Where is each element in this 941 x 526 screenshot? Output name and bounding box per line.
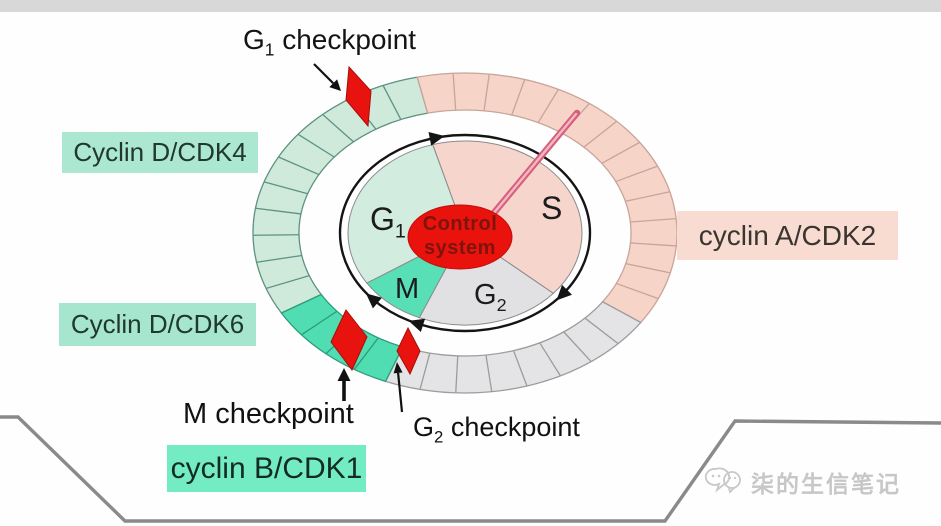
ring-tick — [563, 331, 592, 363]
frame-line — [0, 415, 941, 523]
phase-label-g2: G2 — [474, 279, 507, 316]
phase-g2-base: G — [474, 279, 497, 311]
ring-tick — [483, 73, 490, 111]
g1-checkpoint-label-sub: 1 — [264, 39, 275, 60]
g2-checkpoint-label-rest: checkpoint — [443, 412, 580, 442]
g2-checkpoint-arrow — [393, 362, 403, 374]
pointer-hand-core — [486, 112, 578, 222]
cyclin-a-cdk2-text: cyclin A/CDK2 — [698, 219, 877, 251]
g1-checkpoint-label-rest: checkpoint — [274, 24, 417, 55]
cyclin-d-cdk4-text: Cyclin D/CDK4 — [73, 137, 247, 167]
ring-tick — [537, 89, 559, 123]
g1-checkpoint-arrow-line — [313, 63, 334, 84]
chat-bubbles-icon — [704, 467, 741, 494]
phase-g1-base: G — [370, 201, 395, 237]
ring-tick — [455, 355, 459, 393]
watermark: 柒的生信笔记 — [703, 463, 901, 501]
cyclin-a-cdk2-tag: cyclin A/CDK2 — [677, 211, 898, 260]
ring-tick — [263, 181, 308, 195]
ring-tick — [353, 337, 379, 370]
m-checkpoint-label: M checkpoint — [183, 398, 354, 431]
phase-label-m: M — [395, 273, 419, 306]
ring-tick — [256, 254, 302, 263]
ring-tick — [278, 156, 320, 176]
ring-tick — [255, 207, 302, 215]
m-checkpoint-text: M checkpoint — [183, 398, 354, 430]
phase-label-s: S — [541, 190, 562, 227]
ring-tick — [297, 133, 335, 158]
ring-tick — [630, 218, 677, 223]
g1-checkpoint-label: G1 checkpoint — [243, 24, 416, 61]
ring-tick — [583, 120, 618, 148]
phase-s-base: S — [541, 190, 563, 226]
ring-tick — [265, 274, 310, 290]
ring-tick — [511, 79, 526, 116]
top-gray-bar — [0, 0, 941, 12]
cycle-arrowhead — [428, 132, 445, 146]
ring-tick — [452, 73, 457, 111]
ring-tick — [382, 85, 402, 120]
ring-band-s — [416, 72, 678, 324]
ring-tick — [512, 350, 528, 387]
ring-tick — [625, 263, 671, 274]
g2-checkpoint-arrow-line — [397, 372, 404, 413]
control-system-line2: system — [424, 237, 496, 259]
cyclin-d-cdk4-tag: Cyclin D/CDK4 — [62, 132, 258, 173]
ring-tick — [625, 191, 670, 202]
ring-tick — [539, 342, 561, 377]
control-system-line1: Control — [422, 213, 498, 235]
cycle-arrowhead — [365, 293, 382, 309]
cyclin-d-cdk6-text: Cyclin D/CDK6 — [70, 309, 245, 339]
phase-label-g1: G1 — [370, 201, 406, 243]
phase-sector-s — [432, 140, 583, 294]
control-system-ellipse — [407, 204, 513, 270]
control-system-label: Control system — [404, 212, 516, 260]
cyclin-d-cdk6-tag: Cyclin D/CDK6 — [59, 303, 256, 346]
phase-sector-g1 — [347, 143, 466, 284]
ring-tick — [485, 354, 493, 392]
g1-checkpoint-marker — [345, 65, 372, 128]
ring-tick — [584, 317, 619, 345]
ring-tick — [419, 353, 431, 390]
g2-checkpoint-label-base: G — [413, 412, 435, 442]
ring-tick — [301, 310, 338, 336]
g2-checkpoint-label-sub: 2 — [434, 427, 444, 447]
phase-g2-sub: 2 — [496, 294, 507, 315]
cyclin-b-cdk1-tag: cyclin B/CDK1 — [167, 445, 366, 492]
ring-tick — [616, 282, 659, 300]
g1-checkpoint-label-base: G — [243, 24, 265, 55]
ring-tick — [630, 242, 677, 247]
g2-checkpoint-marker — [396, 326, 421, 376]
cycle-arc — [338, 133, 592, 333]
m-checkpoint-marker — [330, 309, 368, 371]
ring-tick — [601, 141, 641, 164]
phase-m-base: M — [395, 273, 420, 305]
ring-tick — [615, 165, 658, 183]
m-checkpoint-arrow — [337, 368, 351, 381]
g2-checkpoint-label: G2 checkpoint — [413, 412, 580, 447]
ring-tick — [322, 113, 354, 143]
cycle-arrowhead — [556, 284, 572, 301]
watermark-text: 柒的生信笔记 — [751, 471, 901, 497]
cycle-arrowhead — [408, 318, 426, 333]
ring-tick — [253, 234, 300, 236]
cyclin-b-cdk1-text: cyclin B/CDK1 — [170, 451, 363, 485]
g1-checkpoint-arrow — [329, 79, 341, 91]
phase-g1-sub: 1 — [394, 220, 406, 243]
